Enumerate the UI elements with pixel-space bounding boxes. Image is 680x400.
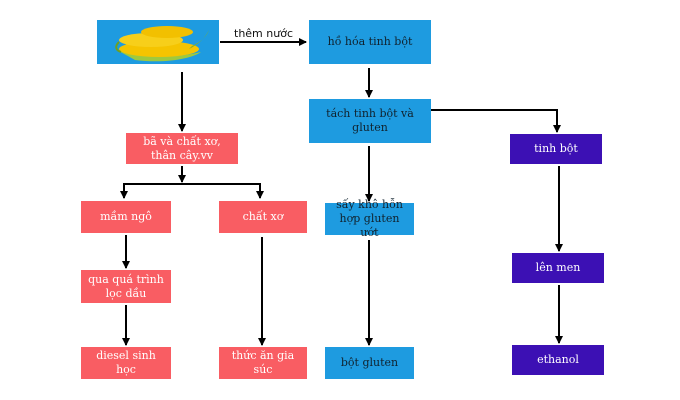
node-gluten-powder: bột gluten [325, 347, 414, 379]
arrow-branch-to-germ [120, 183, 182, 199]
arrow-branch-to-fiber [182, 183, 264, 199]
arrow-separate-to-starch [430, 109, 561, 133]
node-ethanol: ethanol [512, 345, 604, 375]
node-residue: bã và chất xơ, thân cây.vv [126, 133, 238, 164]
node-germ: mầm ngô [81, 201, 171, 233]
corn-icon [115, 26, 209, 62]
node-feed: thức ăn gia súc [219, 347, 307, 379]
node-gelatinize: hồ hóa tinh bột [309, 20, 431, 64]
node-corn [97, 20, 219, 64]
node-fiber: chất xơ [219, 201, 307, 233]
edge-label-add-water: thêm nước [234, 27, 293, 40]
node-dry-gluten: sấy khô hỗn hợp gluten ướt [325, 198, 414, 239]
node-biodiesel: diesel sinh học [81, 347, 171, 379]
node-starch: tinh bột [510, 134, 602, 164]
node-separate: tách tinh bột và gluten [309, 99, 431, 143]
node-oil-process: qua quá trình lọc dầu [81, 270, 171, 303]
node-ferment: lên men [512, 253, 604, 283]
